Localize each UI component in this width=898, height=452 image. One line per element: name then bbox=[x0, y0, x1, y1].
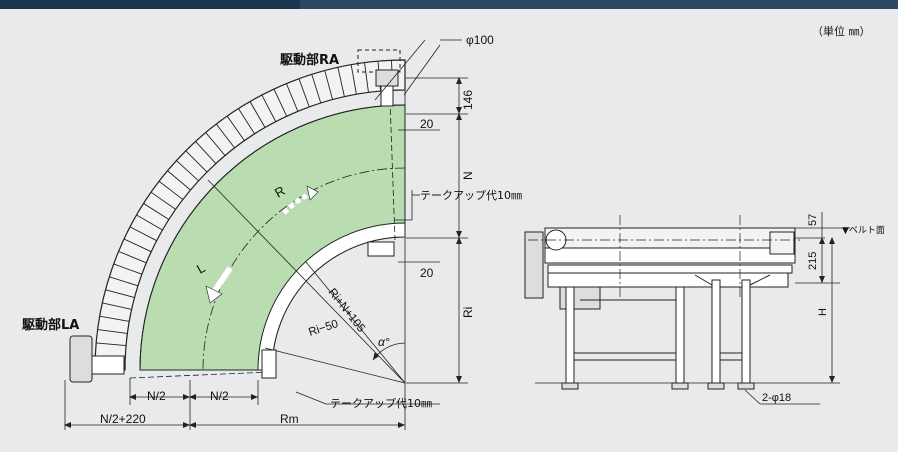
slat-tick bbox=[249, 101, 266, 128]
slat-tick bbox=[167, 170, 191, 191]
header-bar bbox=[0, 0, 898, 9]
takeup-top-label: テークアップ代10㎜ bbox=[420, 189, 522, 202]
leg-4 bbox=[741, 279, 751, 384]
slat-tick bbox=[97, 329, 128, 334]
curve-conveyor-plan bbox=[69, 49, 406, 384]
dim-ri-label: Ri bbox=[461, 307, 475, 318]
drive-ra-motor bbox=[375, 69, 399, 87]
slat-tick bbox=[364, 62, 369, 93]
direction-arrow-r bbox=[282, 190, 314, 215]
drive-la-motor bbox=[69, 335, 93, 383]
dim-20-top-label: 20 bbox=[420, 117, 434, 131]
takeup-bottom-label: テークアップ代10㎜ bbox=[330, 397, 432, 410]
slat-tick bbox=[195, 141, 217, 164]
direction-arrow-r-head bbox=[306, 185, 319, 201]
slat-tick bbox=[105, 289, 135, 298]
side-frame-lower bbox=[547, 264, 793, 274]
dim-57-label: 57 bbox=[807, 214, 819, 226]
dash-bottom bbox=[129, 371, 271, 379]
slat-tick bbox=[311, 74, 322, 104]
slat-tick bbox=[136, 214, 163, 231]
belt-surface-label: ▼ベルト面 bbox=[842, 225, 885, 236]
holes-label: 2-φ18 bbox=[762, 392, 791, 404]
center-line bbox=[202, 167, 406, 371]
radial-line-45 bbox=[207, 179, 406, 384]
slat-tick bbox=[129, 226, 157, 242]
ri-50-label: Ri−50 bbox=[307, 318, 340, 339]
dim-215-label: 215 bbox=[807, 252, 819, 270]
slat-tick bbox=[143, 203, 170, 220]
outer-slats bbox=[95, 60, 406, 371]
header-bar-accent bbox=[0, 0, 300, 9]
slat-tick bbox=[215, 123, 235, 149]
n-half-1-label: N/2 bbox=[147, 389, 166, 403]
drive-ra-label: 駆動部RA bbox=[280, 52, 339, 68]
slat-tick bbox=[150, 191, 176, 210]
belt-edge-line bbox=[139, 104, 406, 371]
leg-1 bbox=[565, 286, 575, 384]
rm-label: Rm bbox=[280, 412, 299, 426]
slat-tick bbox=[285, 83, 299, 112]
slat-tick bbox=[109, 276, 139, 287]
direction-arrow-l-head bbox=[205, 285, 223, 304]
slat-tick bbox=[261, 94, 277, 122]
takeup-bottom-fixture bbox=[261, 349, 277, 379]
dim-146-label: 146 bbox=[461, 90, 475, 110]
slat-tick bbox=[158, 180, 184, 200]
slat-tick bbox=[350, 64, 357, 95]
slat-tick bbox=[337, 67, 345, 97]
dash-top bbox=[389, 99, 396, 241]
slat-tick bbox=[238, 108, 255, 135]
slat-tick bbox=[226, 115, 245, 141]
unit-note: （単位 ㎜） bbox=[812, 24, 871, 38]
takeup-top-fixture bbox=[367, 241, 395, 257]
slat-tick bbox=[176, 160, 199, 182]
drive-la-label: 駆動部LA bbox=[22, 317, 79, 333]
leg-3 bbox=[711, 279, 721, 384]
direction-arrow-l bbox=[211, 266, 233, 294]
side-frame-top bbox=[544, 227, 796, 249]
drive-la-shaft bbox=[91, 355, 125, 375]
slat-tick bbox=[99, 315, 130, 322]
slat-tick bbox=[298, 78, 310, 108]
dim-n-label: N bbox=[461, 171, 475, 180]
alpha-label: α° bbox=[378, 335, 390, 349]
slat-tick bbox=[205, 132, 226, 156]
drive-ra-roller bbox=[380, 85, 394, 107]
dimension-lines bbox=[64, 39, 468, 430]
slat-tick bbox=[185, 150, 208, 173]
slat-tick bbox=[324, 70, 333, 100]
n-half-220-label: N/2+220 bbox=[100, 412, 146, 426]
side-frame-mid bbox=[544, 247, 796, 264]
leg-2 bbox=[675, 286, 685, 384]
slat-tick bbox=[102, 302, 132, 310]
phi100-label: φ100 bbox=[466, 33, 494, 47]
slat-tick bbox=[273, 88, 288, 117]
slat-tick bbox=[118, 250, 147, 264]
dim-h-label: H bbox=[817, 308, 829, 316]
slat-tick bbox=[123, 238, 152, 253]
slat-tick bbox=[96, 342, 127, 347]
dim-20-mid-label: 20 bbox=[420, 266, 434, 280]
radial-line-ri-n bbox=[305, 261, 406, 384]
alpha-arc bbox=[372, 342, 406, 361]
side-elevation bbox=[524, 212, 850, 405]
side-drive-right bbox=[769, 231, 795, 255]
side-drive-left bbox=[524, 231, 544, 299]
n-half-2-label: N/2 bbox=[210, 389, 229, 403]
slat-tick bbox=[113, 263, 143, 275]
side-return bbox=[547, 272, 789, 288]
radial-line-ri bbox=[264, 347, 406, 384]
